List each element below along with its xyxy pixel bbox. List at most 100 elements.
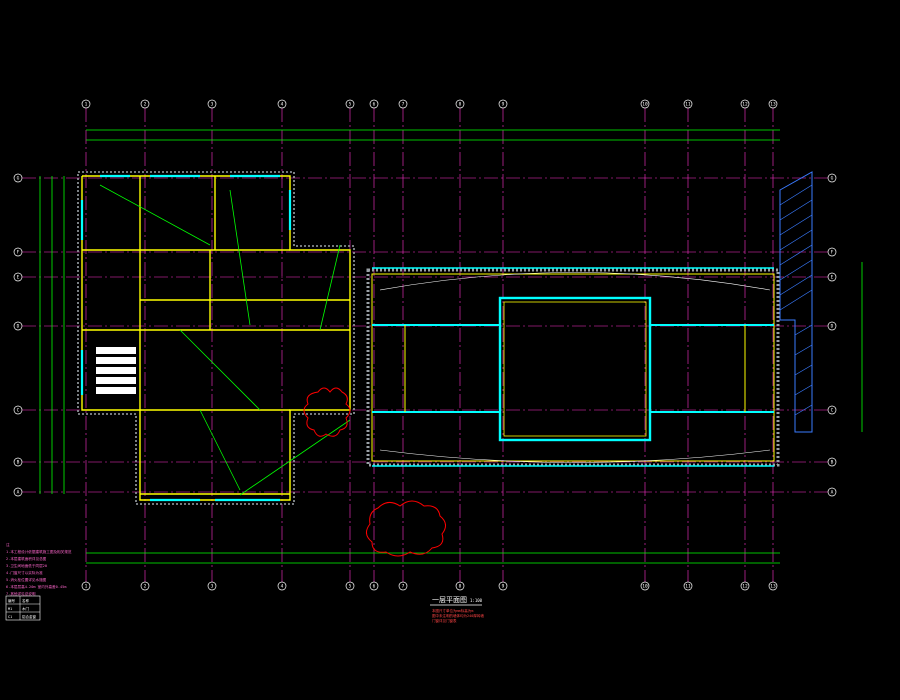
svg-text:C: C — [831, 408, 834, 414]
legend-cell: 编号 — [8, 598, 15, 603]
axis-bubble-left: A — [13, 487, 23, 497]
svg-text:B: B — [17, 460, 20, 466]
svg-text:13: 13 — [770, 584, 776, 590]
svg-text:F: F — [831, 250, 834, 256]
left-wing-walls — [81, 175, 351, 501]
svg-text:1: 1 — [85, 584, 88, 590]
axis-bubble-bottom: 1 — [81, 581, 91, 591]
svg-text:5: 5 — [349, 102, 352, 108]
svg-text:7: 7 — [402, 102, 405, 108]
axis-bubble-top: 4 — [277, 99, 287, 109]
svg-text:2: 2 — [144, 102, 147, 108]
title-note-2: 图中未注明的墙体均为240厚砖墙 — [432, 613, 484, 618]
axis-bubble-top: 6 — [369, 99, 379, 109]
stair-hatch — [779, 171, 813, 433]
axis-bubble-bottom: 3 — [207, 581, 217, 591]
svg-text:9: 9 — [502, 584, 505, 590]
svg-text:D: D — [17, 324, 20, 330]
axis-bubble-left: F — [13, 247, 23, 257]
axis-bubble-top: 9 — [498, 99, 508, 109]
legend-note-7: 7.其他详见总说明 — [6, 591, 36, 596]
legend-cell: 木门 — [22, 606, 29, 611]
axis-bubble-left: D — [13, 321, 23, 331]
axis-bubble-top: 8 — [455, 99, 465, 109]
legend-note-2: 2.本层建筑面积详见总图 — [6, 556, 47, 561]
legend-note-4: 4.门窗尺寸以实际为准 — [6, 570, 43, 575]
axis-bubble-left: B — [13, 457, 23, 467]
axis-bubble-bottom: 10 — [640, 581, 650, 591]
axis-bubble-top: 11 — [683, 99, 693, 109]
legend-note-0: 注 — [6, 542, 10, 547]
legend-note-5: 5.消火栓位置详见水施图 — [6, 577, 47, 582]
axis-bubble-right: F — [827, 247, 837, 257]
drawing-title: 一层平面图 — [432, 596, 467, 604]
axis-bubble-bottom: 11 — [683, 581, 693, 591]
axis-bubble-top: 5 — [345, 99, 355, 109]
svg-text:12: 12 — [742, 102, 748, 108]
right-wing-walls — [366, 267, 780, 467]
legend-note-3: 3.卫生间地面低于同层20 — [6, 563, 47, 568]
svg-text:1: 1 — [85, 102, 88, 108]
svg-text:C: C — [17, 408, 20, 414]
axis-bubble-bottom: 7 — [398, 581, 408, 591]
legend-cell: M1 — [8, 607, 12, 611]
svg-text:E: E — [831, 275, 834, 281]
axis-bubble-right: B — [827, 457, 837, 467]
svg-text:E: E — [17, 275, 20, 281]
svg-text:4: 4 — [281, 102, 284, 108]
svg-text:G: G — [831, 176, 834, 182]
dimension-lines — [39, 129, 863, 564]
svg-text:8: 8 — [459, 102, 462, 108]
svg-text:B: B — [831, 460, 834, 466]
legend-note-6: 6.本层层高4.20m 室内外高差0.45m — [6, 584, 66, 589]
left-wing-windows — [80, 174, 292, 502]
axis-bubble-top: 10 — [640, 99, 650, 109]
svg-text:10: 10 — [642, 102, 648, 108]
axis-bubble-bottom: 12 — [740, 581, 750, 591]
svg-text:9: 9 — [502, 102, 505, 108]
axis-bubble-bottom: 4 — [277, 581, 287, 591]
axis-bubble-bottom: 5 — [345, 581, 355, 591]
svg-text:G: G — [17, 176, 20, 182]
svg-text:3: 3 — [211, 102, 214, 108]
svg-text:6: 6 — [373, 584, 376, 590]
svg-text:11: 11 — [685, 102, 691, 108]
axis-bubble-bottom: 13 — [768, 581, 778, 591]
axis-bubble-right: D — [827, 321, 837, 331]
legend-cell: 铝合金窗 — [22, 614, 36, 619]
svg-text:4: 4 — [281, 584, 284, 590]
axis-bubble-right: E — [827, 272, 837, 282]
svg-text:13: 13 — [770, 102, 776, 108]
svg-text:7: 7 — [402, 584, 405, 590]
left-wing-outer-dotted — [77, 171, 355, 505]
axis-grid-lines — [22, 108, 828, 582]
axis-bubble-top: 7 — [398, 99, 408, 109]
axis-bubble-top: 1 — [81, 99, 91, 109]
axis-bubble-top: 2 — [140, 99, 150, 109]
legend-notes: 注 1.本工程设计依据建筑施工图及相关规范 2.本层建筑面积详见总图 3.卫生间… — [6, 542, 72, 596]
title-note-3: 门窗详见门窗表 — [432, 618, 457, 623]
drawing-scale: 1:100 — [470, 598, 483, 603]
axis-bubble-right: G — [827, 173, 837, 183]
axis-bubble-left: C — [13, 405, 23, 415]
legend-cell: 名称 — [22, 598, 29, 603]
axis-bubble-bottom: 9 — [498, 581, 508, 591]
axis-bubble-right: C — [827, 405, 837, 415]
axis-bubble-bottom: 2 — [140, 581, 150, 591]
svg-text:5: 5 — [349, 584, 352, 590]
svg-text:F: F — [17, 250, 20, 256]
svg-text:10: 10 — [642, 584, 648, 590]
axis-bubble-bottom: 6 — [369, 581, 379, 591]
svg-text:D: D — [831, 324, 834, 330]
legend-cell: C1 — [8, 615, 12, 619]
svg-text:12: 12 — [742, 584, 748, 590]
revision-clouds — [303, 387, 446, 557]
svg-text:11: 11 — [685, 584, 691, 590]
svg-text:6: 6 — [373, 102, 376, 108]
svg-text:A: A — [17, 490, 20, 496]
parking-stalls — [96, 347, 136, 394]
svg-text:2: 2 — [144, 584, 147, 590]
axis-bubble-right: A — [827, 487, 837, 497]
